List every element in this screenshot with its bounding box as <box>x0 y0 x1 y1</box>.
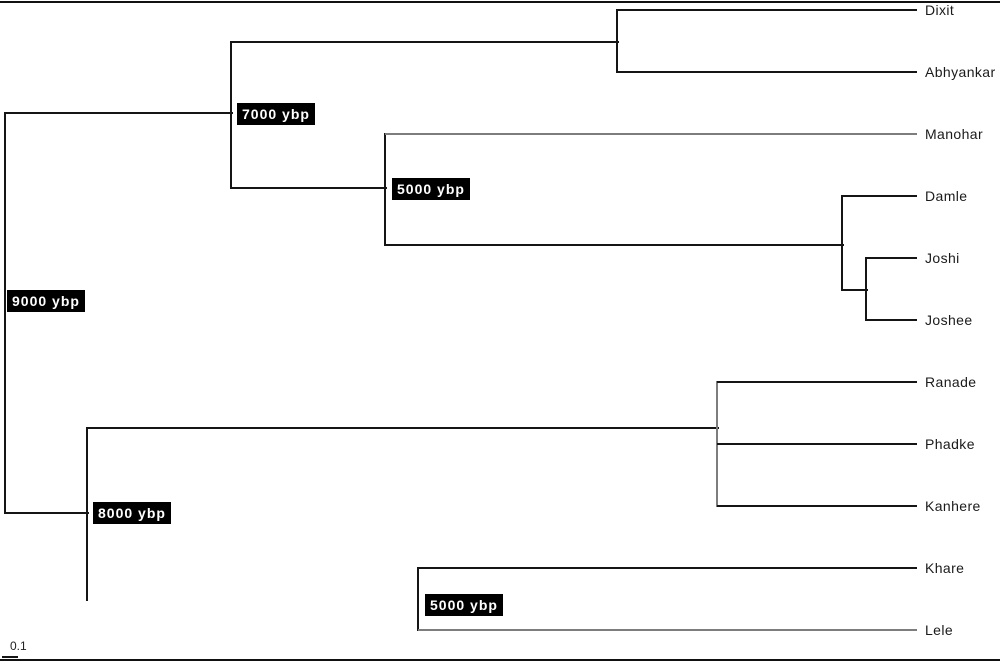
taxon-label-kanhere: Kanhere <box>925 498 981 514</box>
taxon-label-abhyankar: Abhyankar <box>925 64 996 80</box>
taxon-label-phadke: Phadke <box>925 436 975 452</box>
taxon-label-lele: Lele <box>925 622 954 638</box>
branch-line-horizontal <box>231 41 619 43</box>
branch-line-terminal <box>717 381 917 383</box>
branch-line-terminal <box>385 133 917 135</box>
branch-line-vertical <box>865 257 867 321</box>
branch-line-terminal <box>418 629 917 631</box>
node-age-label: 8000 ybp <box>93 502 171 524</box>
node-age-label: 5000 ybp <box>425 594 503 616</box>
branch-line-terminal <box>617 9 917 11</box>
node-age-label: 5000 ybp <box>392 178 470 200</box>
branch-line-vertical <box>384 133 386 246</box>
branch-line-horizontal <box>5 512 89 514</box>
taxon-label-dixit: Dixit <box>925 2 955 18</box>
taxon-label-damle: Damle <box>925 188 968 204</box>
branch-line-vertical <box>230 41 232 189</box>
branch-line-horizontal <box>385 244 844 246</box>
taxon-label-khare: Khare <box>925 560 965 576</box>
branch-line-terminal <box>418 567 917 569</box>
top-border <box>0 1 1000 3</box>
branch-line-terminal <box>842 195 917 197</box>
taxon-label-ranade: Ranade <box>925 374 977 390</box>
branch-line-vertical <box>417 567 419 631</box>
bottom-border <box>0 659 1000 661</box>
branch-line-vertical <box>616 9 618 73</box>
branch-line-horizontal <box>842 289 868 291</box>
node-age-label: 7000 ybp <box>237 103 315 125</box>
branch-line-horizontal <box>87 427 719 429</box>
branch-line-terminal <box>717 505 917 507</box>
scale-bar-label: 0.1 <box>10 639 27 653</box>
scale-bar-line <box>2 656 18 658</box>
branch-line-horizontal <box>231 187 387 189</box>
branch-line-vertical <box>86 427 88 601</box>
taxon-label-joshi: Joshi <box>925 250 960 266</box>
taxon-label-joshee: Joshee <box>925 312 973 328</box>
node-age-label: 9000 ybp <box>7 290 85 312</box>
branch-line-terminal <box>717 443 917 445</box>
taxon-label-manohar: Manohar <box>925 126 984 142</box>
branch-line-vertical <box>841 195 843 291</box>
branch-line-terminal <box>866 319 917 321</box>
branch-line-vertical <box>4 112 6 514</box>
branch-line-terminal <box>866 257 917 259</box>
branch-line-horizontal <box>5 112 233 114</box>
branch-line-terminal <box>617 71 917 73</box>
